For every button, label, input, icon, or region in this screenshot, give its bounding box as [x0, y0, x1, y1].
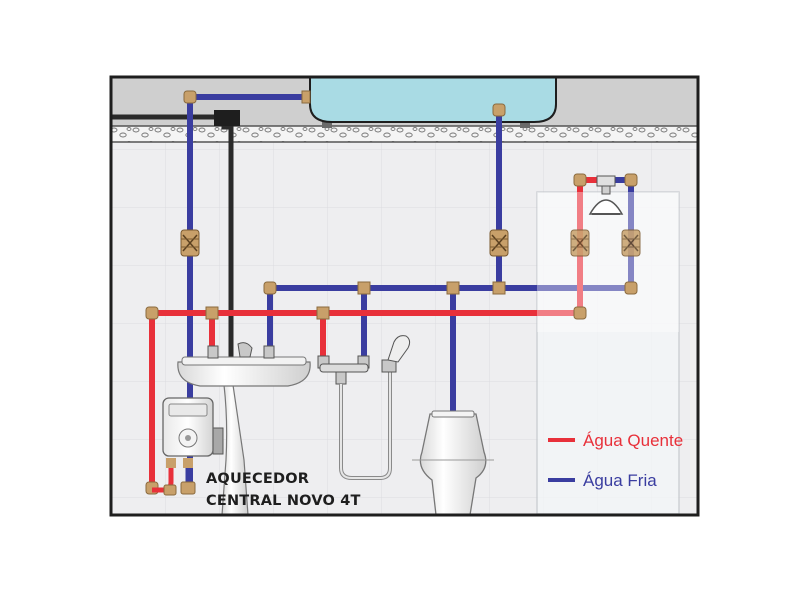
- power-cable: [111, 110, 240, 418]
- legend: Água Quente Água Fria: [548, 431, 683, 490]
- valve-cold-tank: [489, 229, 509, 257]
- ceiling-gravel-layer: [111, 126, 698, 142]
- heater-label-line1: AQUECEDOR: [206, 471, 309, 487]
- water-tank: [309, 76, 557, 128]
- water-heater: [152, 397, 224, 496]
- shower-mixer: [317, 335, 411, 480]
- valve-cold-main: [180, 229, 200, 257]
- valve-shower-hot: [570, 229, 590, 257]
- shower-head: [588, 175, 624, 215]
- heater-label-line2: CENTRAL NOVO 4T: [206, 493, 361, 509]
- washbasin: [177, 342, 311, 516]
- legend-cold-label: Água Fria: [583, 471, 657, 490]
- pipe-fittings: [145, 90, 638, 495]
- shower-stall: [536, 191, 680, 515]
- valve-shower-cold: [621, 229, 641, 257]
- valves: [180, 229, 641, 257]
- legend-hot-label: Água Quente: [583, 431, 683, 450]
- diagram-border: [109, 75, 700, 517]
